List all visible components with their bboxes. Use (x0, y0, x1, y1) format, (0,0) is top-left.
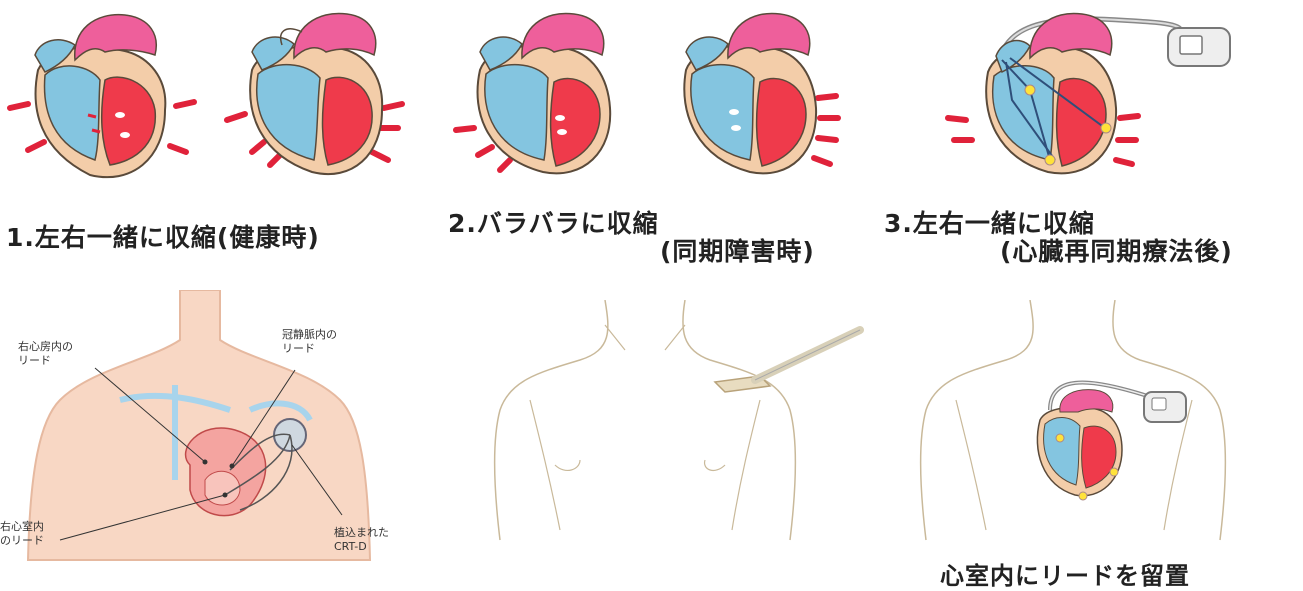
label-right-atrium-lead: 右心房内の リード (18, 340, 73, 368)
torso-incision-illustration (470, 300, 870, 587)
electrode-star-1 (1056, 434, 1064, 442)
electrode-star-3 (1101, 123, 1111, 133)
heart-diagram-healthy-1 (0, 0, 210, 190)
label-coronary-sinus-lead: 冠静脈内の リード (282, 328, 337, 356)
caption-dyssynchrony-line1: 2.バラバラに収縮 (448, 204, 659, 240)
torso-implant-illustration (900, 300, 1300, 550)
heart-diagram-crt (940, 0, 1240, 190)
electrode-star-1 (1025, 85, 1035, 95)
caption-healthy: 1.左右一緒に収縮(健康時) (6, 218, 320, 254)
label-right-ventricle-lead: 右心室内 のリード (0, 520, 44, 548)
heart-diagram-healthy-2 (222, 0, 422, 190)
heart-diagram-dyssynchrony-1 (448, 0, 658, 190)
electrode-star-2 (1045, 155, 1055, 165)
electrode-star-3 (1110, 468, 1118, 476)
caption-crt-line2: (心臓再同期療法後) (1000, 232, 1233, 268)
heart-diagram-dyssynchrony-2 (668, 0, 868, 190)
caption-lead-placement: 心室内にリードを留置 (940, 556, 1190, 591)
label-implanted-device: 植込まれた CRT-D (334, 526, 389, 554)
electrode-star-2 (1079, 492, 1087, 500)
caption-dyssynchrony-line2: (同期障害時) (660, 232, 815, 268)
